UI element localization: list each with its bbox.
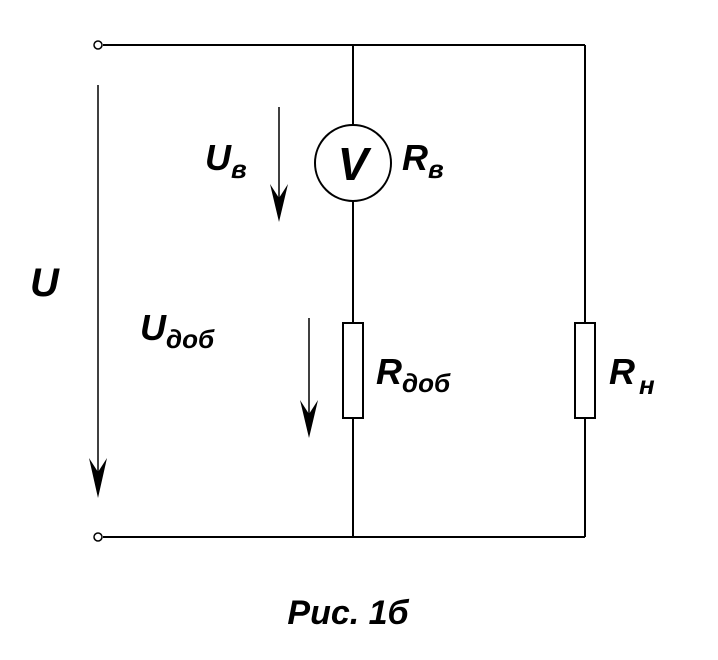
load-resistor [574,322,596,419]
figure-caption: Рис. 1б [287,594,409,632]
source-voltage-label: U [30,261,60,305]
voltmeter-voltage-label: Uв [205,137,247,184]
top-terminal [93,40,103,50]
source-voltage-arrow [89,85,107,498]
voltmeter-voltage-arrow [270,107,288,222]
additional-voltage-arrow [300,318,318,438]
additional-voltage-label: Uдоб [140,307,215,354]
voltmeter-symbol: V [338,138,372,190]
voltmeter-resistance-label: Rв [402,137,444,184]
additional-resistor [342,322,364,419]
bottom-terminal [93,532,103,542]
additional-resistance-label: Rдоб [376,351,451,398]
